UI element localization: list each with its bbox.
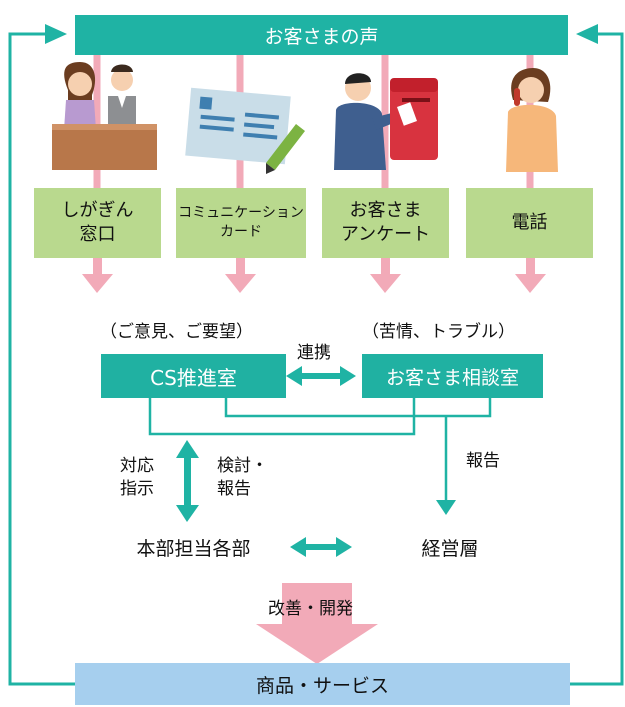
improve-label: 改善・開発 (268, 599, 353, 619)
communication-card-illustration (185, 87, 305, 174)
right-caption: （苦情、トラブル） (362, 322, 515, 342)
report-arrow-head (436, 500, 456, 515)
mailbox-illustration (334, 73, 438, 170)
channel-lines (93, 55, 534, 188)
customer-consultation-text: お客さま相談室 (385, 366, 519, 389)
internal-connectors (148, 398, 492, 502)
channel-label-line1: しがぎん (61, 199, 134, 221)
feedback-arrow-right (576, 24, 598, 44)
top-banner: お客さまの声 (75, 15, 568, 55)
channel-label-line2: 窓口 (79, 224, 116, 245)
cs-promotion-box: CS推進室 (101, 354, 286, 398)
left-caption: （ご意見、ご要望） (100, 322, 253, 342)
feedback-arrow-left (45, 24, 67, 44)
cs-promotion-text: CS推進室 (150, 365, 237, 390)
hq-mgmt-double-arrow (290, 537, 352, 557)
phone-illustration (506, 68, 558, 172)
feedback-loop (8, 32, 624, 686)
customer-consultation-box: お客さま相談室 (362, 354, 543, 398)
channel-box-survey: お客さま アンケート (322, 188, 449, 258)
vertical-double-arrow (176, 440, 199, 522)
channel-label-line1: コミュニケーション (178, 205, 304, 222)
channel-box-card: コミュニケーション カード (176, 188, 306, 258)
review-report-label: 検討・ 報告 (217, 455, 268, 501)
link-double-arrow (286, 366, 356, 386)
channel-box-counter: しがぎん 窓口 (34, 188, 161, 258)
improve-arrow (256, 583, 378, 664)
report-label: 報告 (466, 451, 500, 471)
channel-label-line1: 電話 (511, 211, 548, 233)
review-label-line1: 検討・ (217, 456, 268, 476)
channel-label-line2: アンケート (340, 224, 431, 245)
bank-counter-illustration (52, 62, 157, 170)
channel-box-phone: 電話 (466, 188, 593, 258)
response-label-line1: 対応 (120, 456, 154, 476)
bottom-banner: 商品・サービス (75, 663, 570, 705)
bottom-banner-text: 商品・サービス (255, 674, 389, 697)
review-label-line2: 報告 (217, 478, 251, 499)
hq-departments-box: 本部担当各部 (101, 525, 286, 569)
hq-departments-text: 本部担当各部 (136, 537, 251, 560)
channel-label-line2: カード (219, 224, 262, 240)
response-instruction-label: 対応 指示 (120, 455, 154, 501)
channel-label-line1: お客さま (349, 199, 422, 221)
top-banner-text: お客さまの声 (264, 25, 379, 48)
response-label-line2: 指示 (120, 478, 154, 499)
management-text: 経営層 (421, 537, 479, 560)
channel-down-arrows (82, 258, 546, 293)
management-box: 経営層 (360, 525, 540, 569)
link-label: 連携 (297, 343, 331, 363)
